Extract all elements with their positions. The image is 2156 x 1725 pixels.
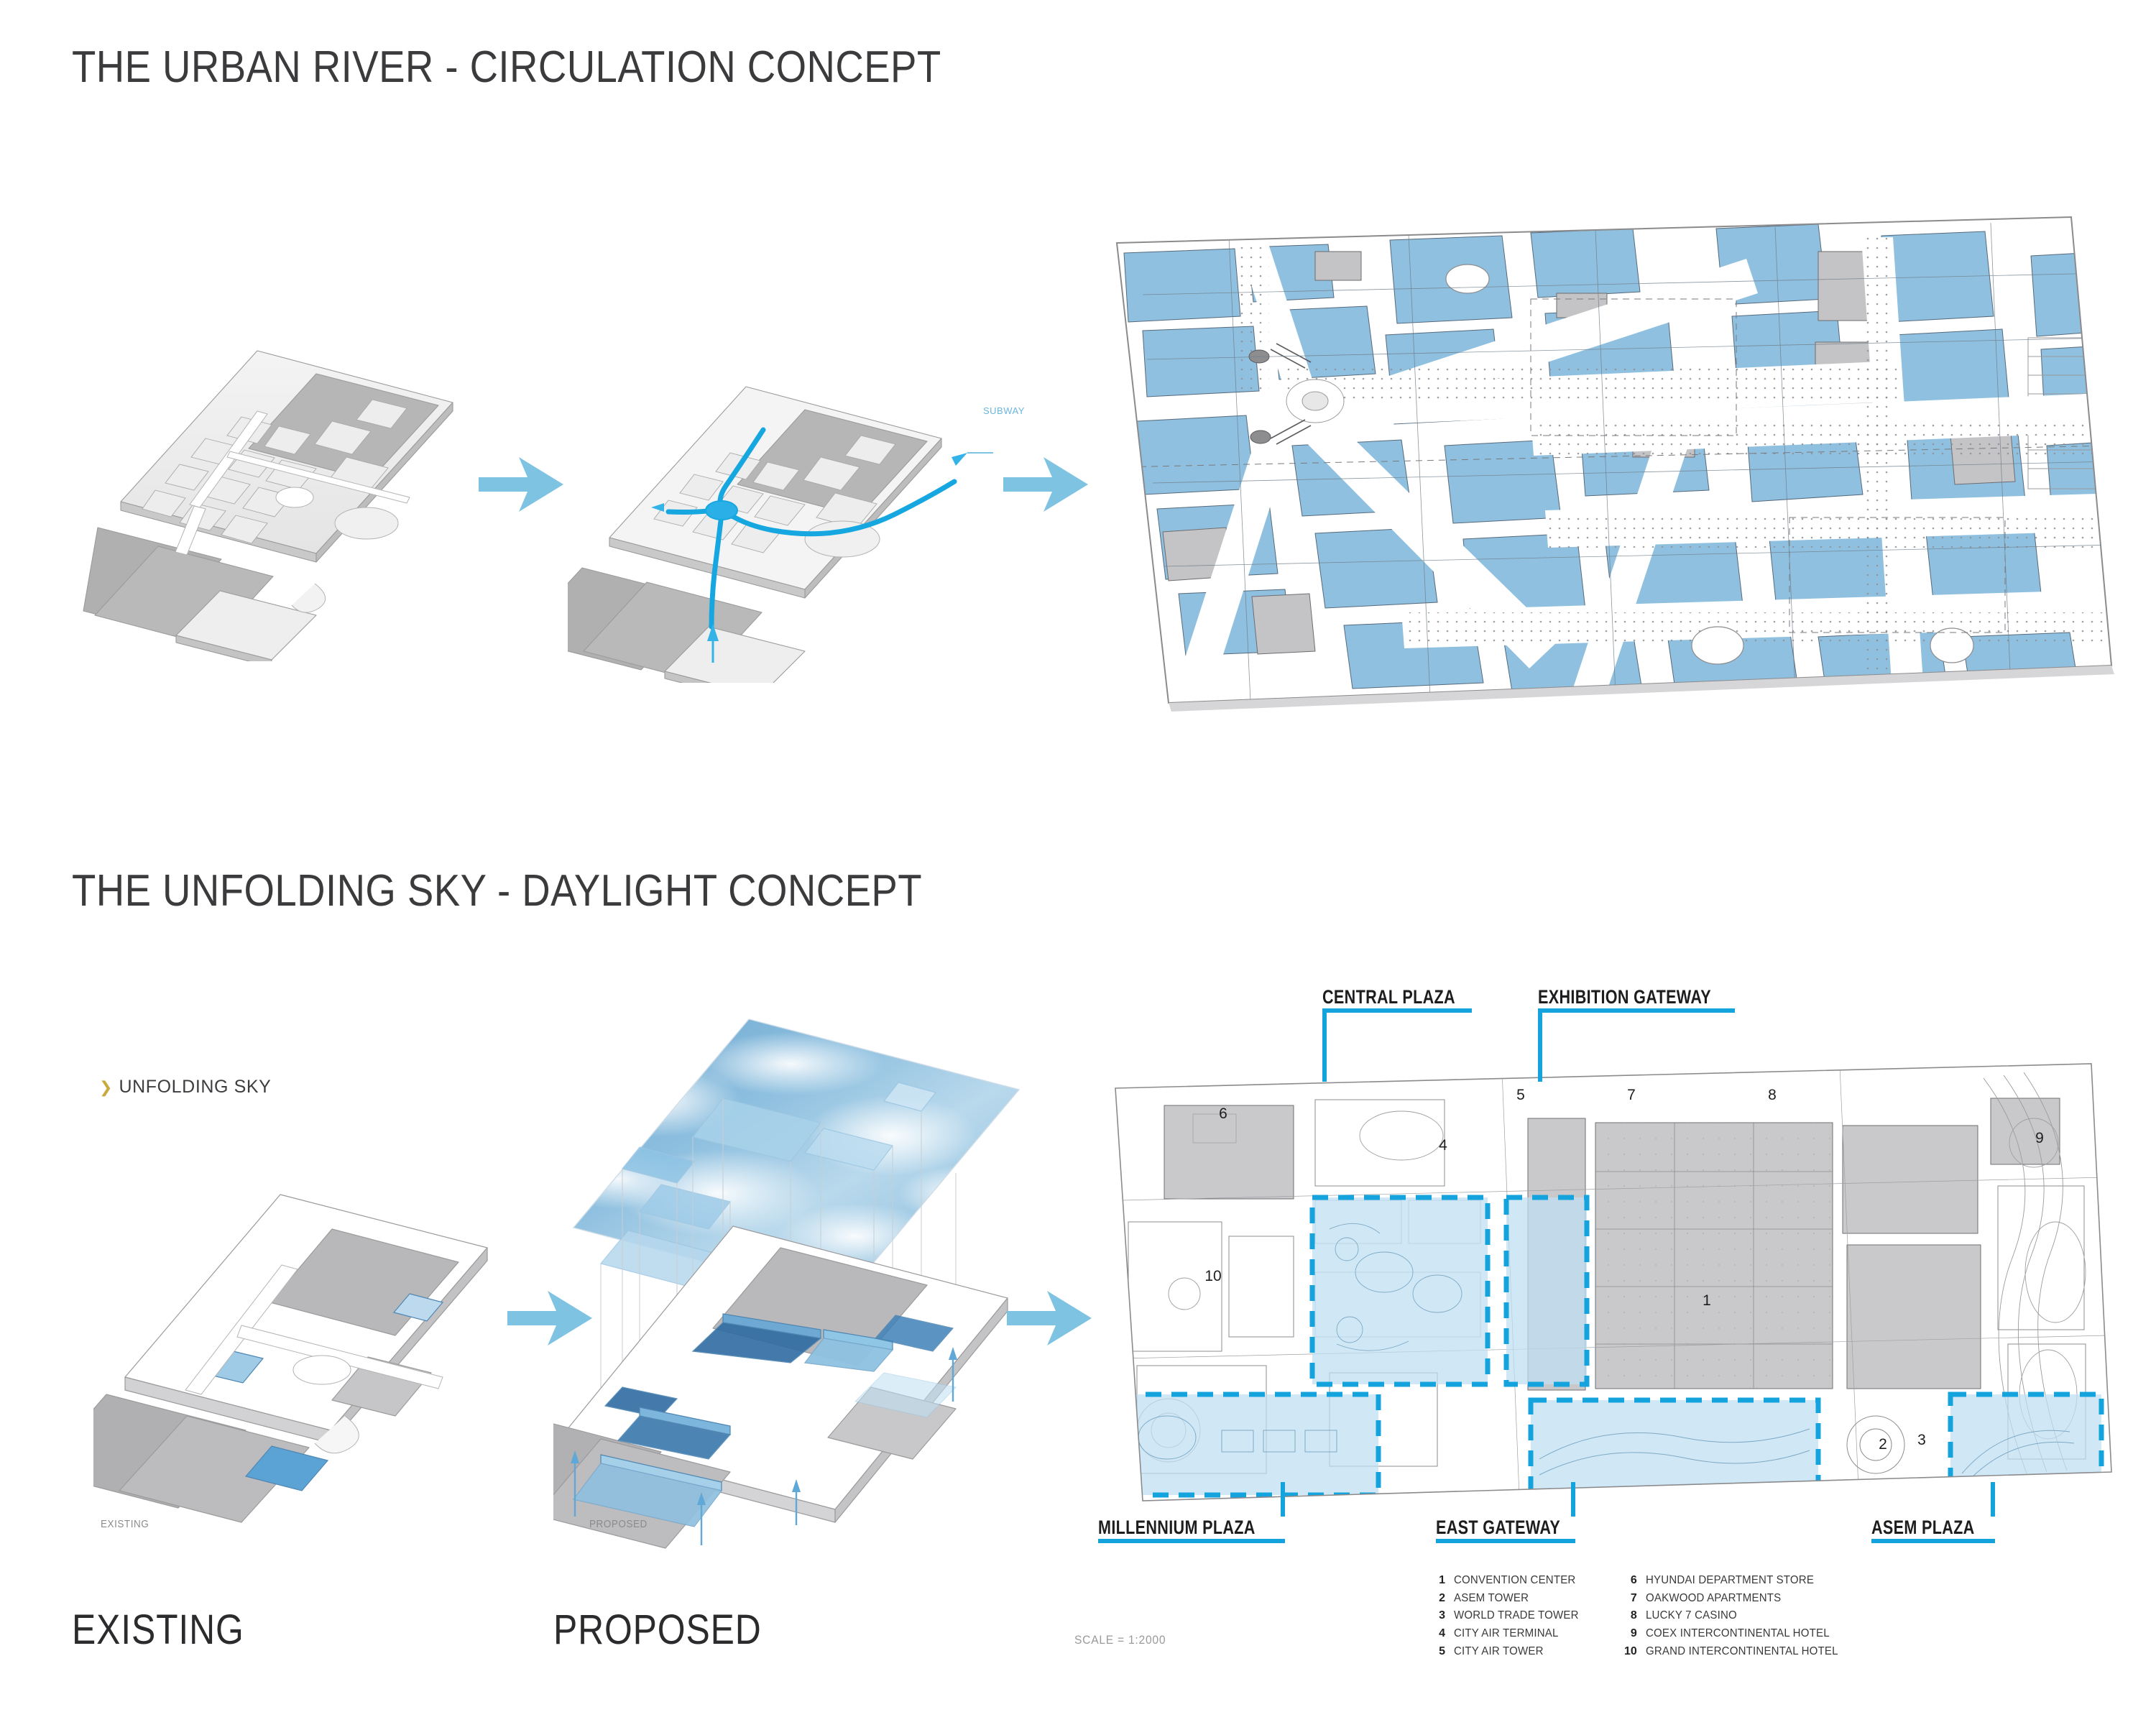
callout-label: CENTRAL PLAZA	[1322, 986, 1455, 1008]
flow-arrow-2	[1003, 457, 1088, 512]
callout-east-gateway: EAST GATEWAY	[1436, 1482, 1575, 1543]
flow-arrow-1	[479, 457, 563, 512]
legend-row: 10 GRAND INTERCONTINENTAL HOTEL	[1618, 1644, 1851, 1660]
mini-caption-existing: EXISTING	[101, 1518, 149, 1530]
plan-marker-3: 3	[1917, 1432, 1926, 1448]
iso-diagram-urban-river	[568, 386, 993, 683]
legend-name: WORLD TRADE TOWER	[1454, 1609, 1579, 1622]
legend-name: CITY AIR TOWER	[1454, 1644, 1544, 1657]
building-legend: 1 CONVENTION CENTER 2 ASEM TOWER 3 WORLD TR…	[1427, 1573, 1851, 1660]
plan-marker-4: 4	[1439, 1137, 1447, 1154]
callout-label: EXHIBITION GATEWAY	[1538, 986, 1711, 1008]
legend-number: 1	[1439, 1574, 1445, 1586]
plan-marker-9: 9	[2035, 1130, 2044, 1146]
callout-leader	[1281, 1482, 1285, 1517]
legend-number: 10	[1623, 1644, 1637, 1657]
iso-diagram-daylight-proposed	[553, 1018, 1021, 1549]
circulation-plan-drawing	[1115, 216, 2114, 712]
legend-name: OAKWOOD APARTMENTS	[1645, 1591, 1782, 1604]
callout-rule	[1098, 1539, 1285, 1543]
legend-row: 8 LUCKY 7 CASINO	[1618, 1608, 1851, 1624]
callout-rule	[1436, 1539, 1575, 1543]
chevron-right-icon: ❯	[99, 1077, 113, 1096]
legend-number: 2	[1439, 1591, 1445, 1604]
section-title-daylight: THE UNFOLDING SKY - DAYLIGHT CONCEPT	[72, 866, 922, 916]
legend-number: 8	[1630, 1609, 1637, 1622]
callout-label: ASEM PLAZA	[1871, 1517, 1975, 1538]
legend-column-left: 1 CONVENTION CENTER 2 ASEM TOWER 3 WORLD TR…	[1427, 1573, 1587, 1660]
legend-name: CITY AIR TERMINAL	[1454, 1627, 1559, 1640]
unfolding-sky-tag: ❯ UNFOLDING SKY	[99, 1077, 271, 1098]
legend-number: 3	[1439, 1609, 1445, 1622]
legend-row: 6 HYUNDAI DEPARTMENT STORE	[1618, 1573, 1851, 1589]
plan-marker-8: 8	[1768, 1087, 1777, 1103]
section-title-circulation: THE URBAN RIVER - CIRCULATION CONCEPT	[72, 42, 941, 92]
iso-diagram-daylight-existing	[93, 1194, 488, 1523]
callout-millennium-plaza: MILLENNIUM PLAZA	[1098, 1482, 1285, 1543]
callout-rule	[1322, 1008, 1472, 1013]
callout-rule	[1538, 1008, 1735, 1013]
plan-marker-1: 1	[1703, 1292, 1711, 1309]
legend-row: 2 ASEM TOWER	[1427, 1591, 1587, 1607]
callout-rule	[1871, 1539, 1995, 1543]
legend-row: 3 WORLD TRADE TOWER	[1427, 1608, 1587, 1624]
legend-row: 1 CONVENTION CENTER	[1427, 1573, 1587, 1589]
legend-name: GRAND INTERCONTINENTAL HOTEL	[1645, 1644, 1838, 1657]
callout-asem-plaza: ASEM PLAZA	[1871, 1482, 1995, 1543]
unfolding-sky-label: UNFOLDING SKY	[119, 1077, 272, 1097]
callout-label: EAST GATEWAY	[1436, 1517, 1561, 1538]
callout-exhibition-gateway: EXHIBITION GATEWAY	[1538, 986, 1735, 1082]
legend-number: 5	[1439, 1644, 1445, 1657]
subway-label: SUBWAY	[983, 405, 1025, 416]
legend-row: 9 COEX INTERCONTINENTAL HOTEL	[1618, 1626, 1851, 1642]
callout-leader	[1538, 1013, 1542, 1082]
legend-number: 7	[1630, 1591, 1637, 1604]
callout-leader	[1991, 1482, 1995, 1517]
callout-central-plaza: CENTRAL PLAZA	[1322, 986, 1472, 1082]
legend-name: LUCKY 7 CASINO	[1645, 1609, 1737, 1622]
legend-name: CONVENTION CENTER	[1454, 1574, 1576, 1586]
callout-label: MILLENNIUM PLAZA	[1098, 1517, 1256, 1538]
legend-name: HYUNDAI DEPARTMENT STORE	[1645, 1574, 1814, 1586]
legend-name: COEX INTERCONTINENTAL HOTEL	[1645, 1627, 1830, 1640]
mini-caption-proposed: PROPOSED	[589, 1518, 648, 1530]
legend-name: ASEM TOWER	[1454, 1591, 1529, 1604]
legend-number: 4	[1439, 1627, 1445, 1640]
legend-row: 5 CITY AIR TOWER	[1427, 1644, 1587, 1660]
plan-marker-2: 2	[1879, 1436, 1887, 1453]
caption-proposed: PROPOSED	[553, 1606, 762, 1653]
flow-arrow-3	[507, 1291, 592, 1346]
plan-marker-5: 5	[1516, 1087, 1525, 1103]
legend-number: 9	[1630, 1627, 1637, 1640]
plan-marker-10: 10	[1204, 1268, 1221, 1284]
scale-note: SCALE = 1:2000	[1074, 1633, 1166, 1647]
legend-number: 6	[1630, 1574, 1637, 1586]
legend-row: 7 OAKWOOD APARTMENTS	[1618, 1591, 1851, 1607]
flow-arrow-4	[1007, 1291, 1092, 1346]
callout-leader	[1322, 1013, 1327, 1082]
plan-marker-6: 6	[1219, 1105, 1227, 1122]
daylight-plan-drawing: 1 2 3 4 5 6 7 8 9 10	[1115, 1063, 2112, 1501]
plan-marker-7: 7	[1627, 1087, 1636, 1103]
caption-existing: EXISTING	[72, 1606, 244, 1653]
legend-column-right: 6 HYUNDAI DEPARTMENT STORE 7 OAKWOOD APART…	[1618, 1573, 1851, 1660]
callout-leader	[1571, 1482, 1575, 1517]
iso-diagram-existing-plate	[83, 350, 453, 661]
legend-row: 4 CITY AIR TERMINAL	[1427, 1626, 1587, 1642]
